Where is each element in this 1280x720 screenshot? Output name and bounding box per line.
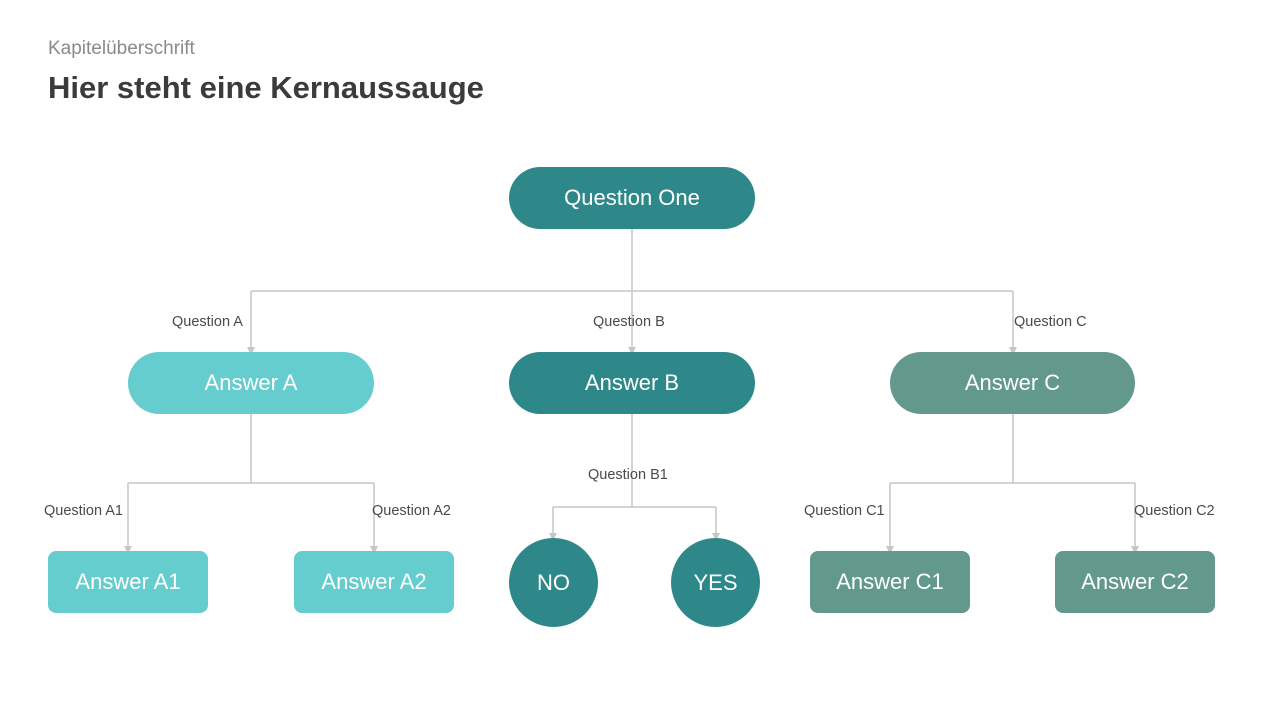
edge-label-question-c: Question C <box>1014 314 1087 330</box>
node-yes: YES <box>671 538 760 627</box>
node-answer-c2: Answer C2 <box>1055 551 1215 613</box>
chapter-heading: Kapitelüberschrift <box>48 38 195 59</box>
node-answer-a2: Answer A2 <box>294 551 454 613</box>
edge-label-question-b1: Question B1 <box>588 467 668 483</box>
page-title: Hier steht eine Kernaussauge <box>48 70 484 105</box>
node-no: NO <box>509 538 598 627</box>
node-answer-a: Answer A <box>128 352 374 414</box>
edge-label-question-c1: Question C1 <box>804 503 885 519</box>
node-question-one: Question One <box>509 167 755 229</box>
edge-label-question-a2: Question A2 <box>372 503 451 519</box>
node-answer-b: Answer B <box>509 352 755 414</box>
node-answer-a1: Answer A1 <box>48 551 208 613</box>
node-answer-c1: Answer C1 <box>810 551 970 613</box>
edge-label-question-b: Question B <box>593 314 665 330</box>
node-answer-c: Answer C <box>890 352 1135 414</box>
edge-label-question-a1: Question A1 <box>44 503 123 519</box>
edge-label-question-c2: Question C2 <box>1134 503 1215 519</box>
edge-label-question-a: Question A <box>172 314 243 330</box>
